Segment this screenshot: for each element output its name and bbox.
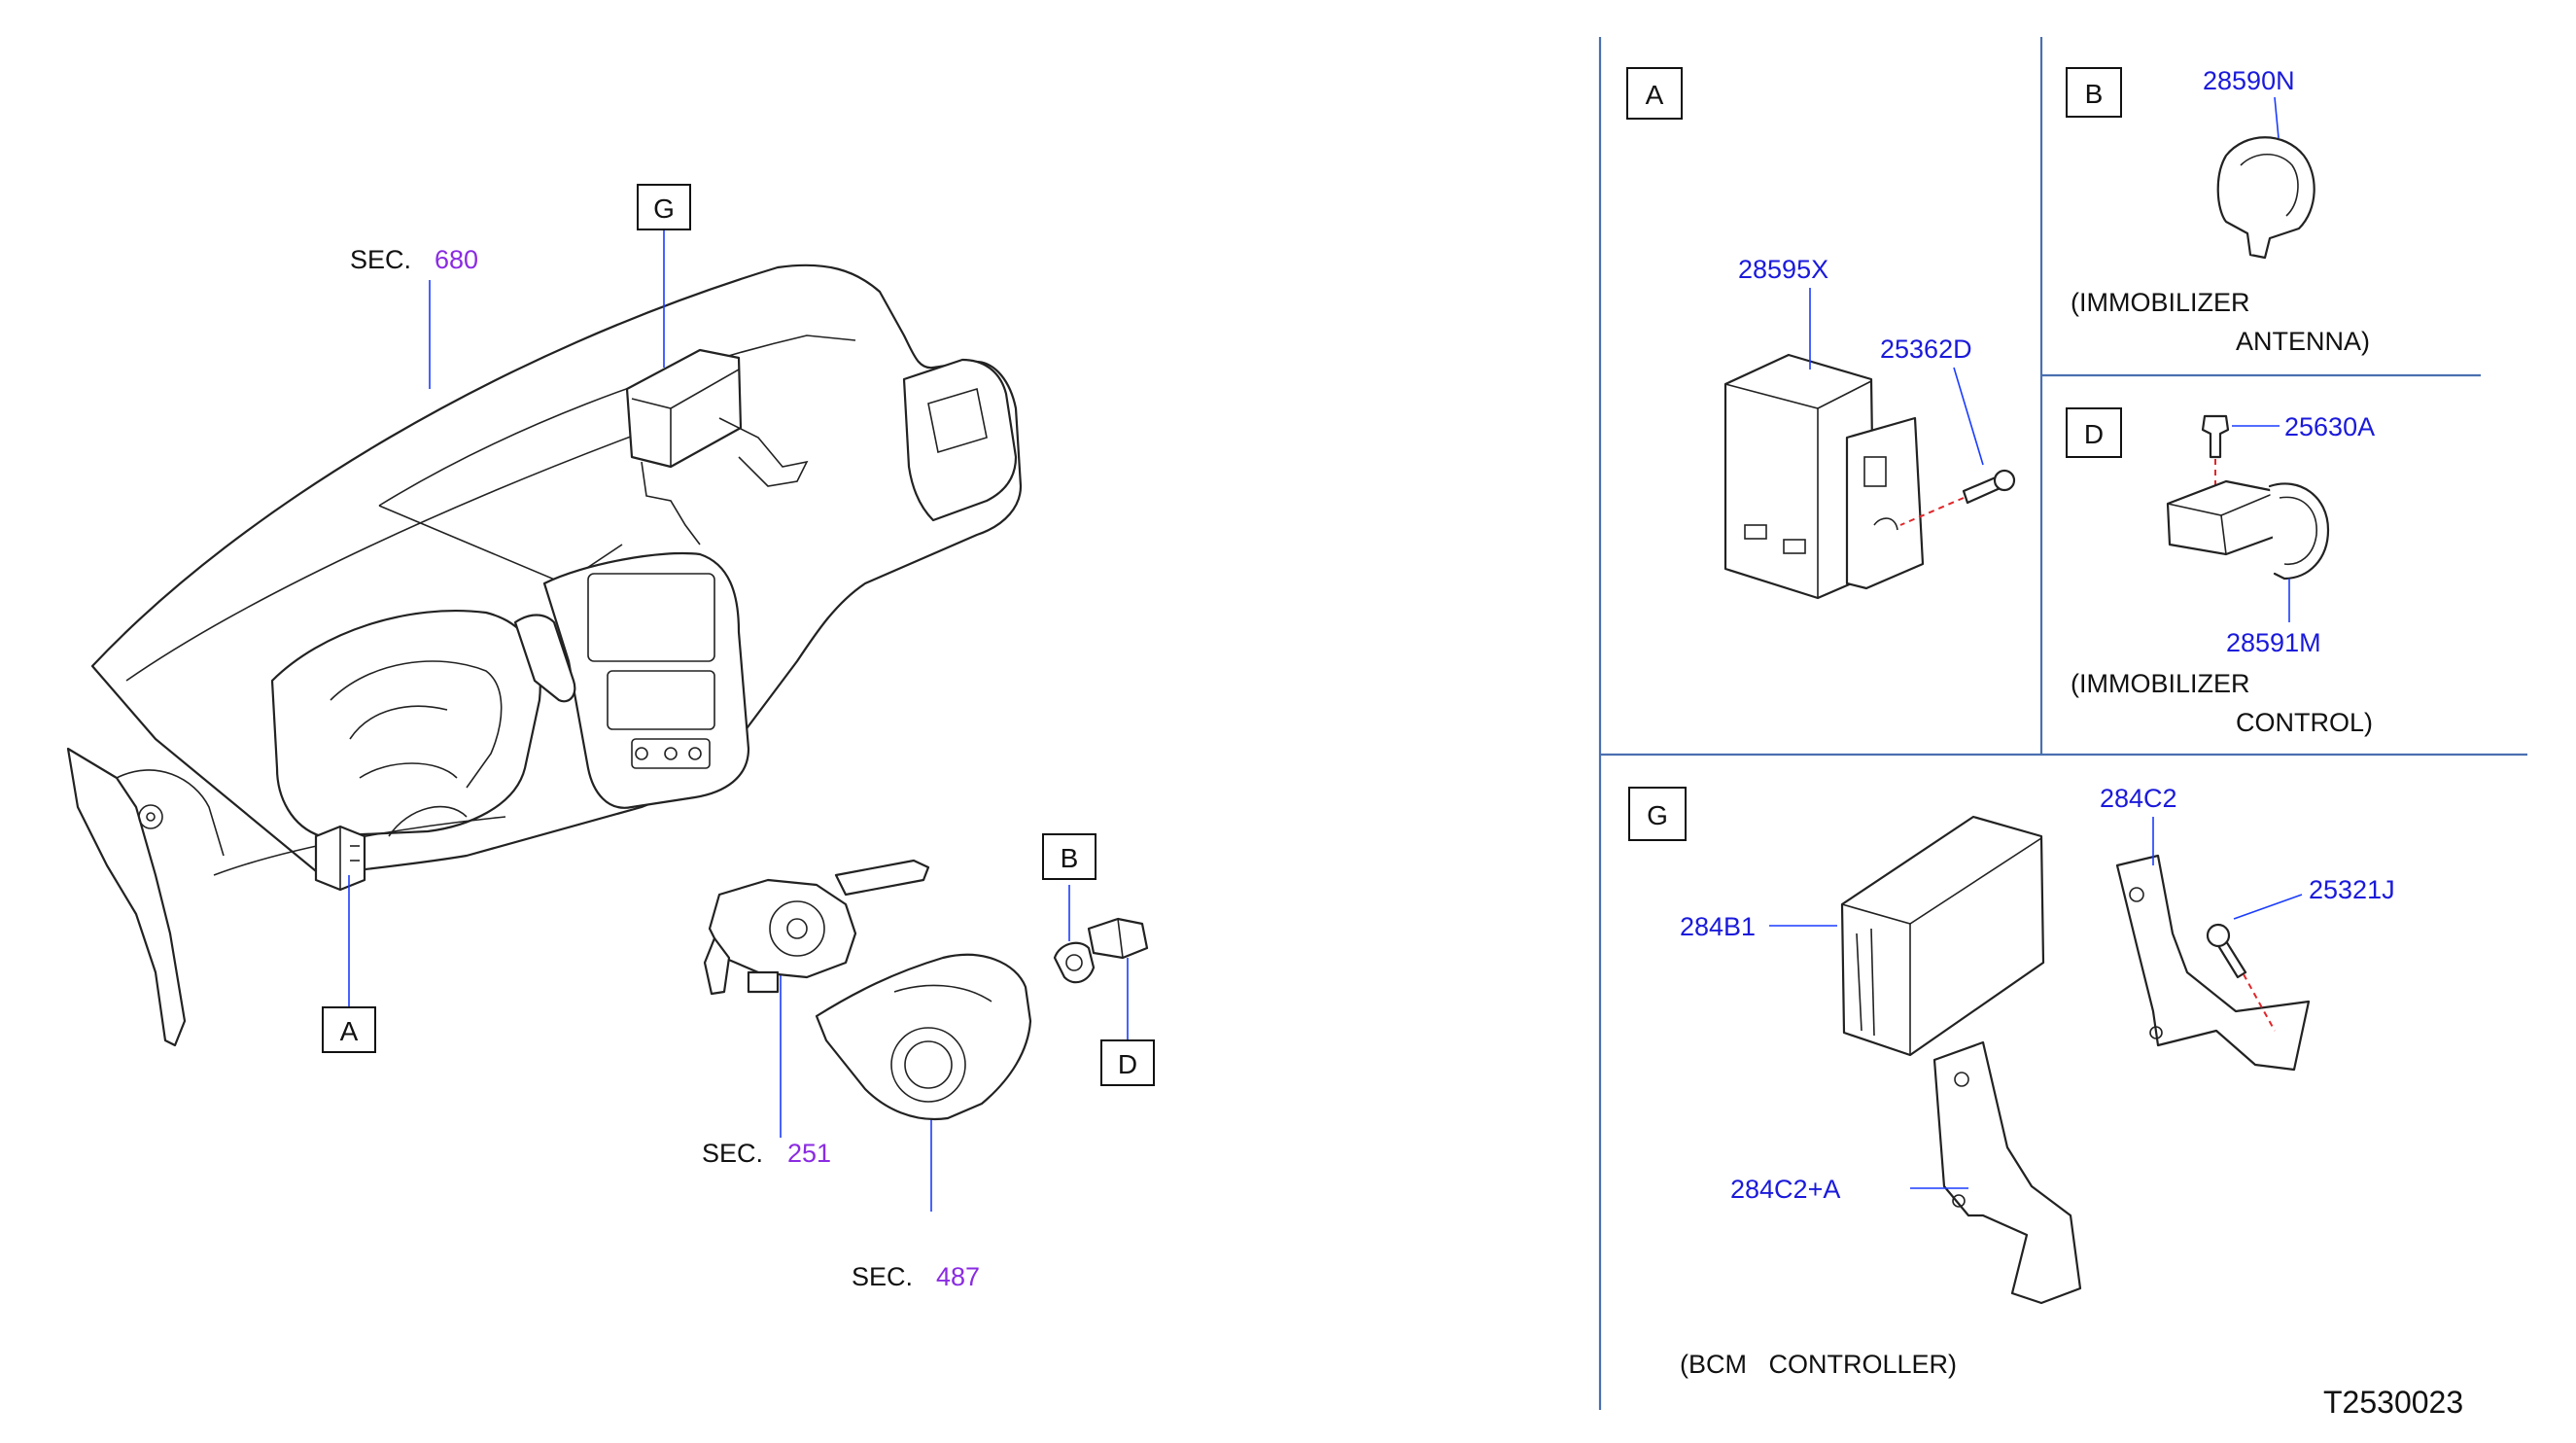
panel-a: A 28595X 25362D bbox=[1626, 67, 2016, 600]
part-284c2-a[interactable]: 284C2+A bbox=[1730, 1175, 1840, 1204]
control-28591m-drawing bbox=[2166, 479, 2281, 556]
svg-text:G: G bbox=[653, 194, 675, 224]
panel-g-caption: (BCM CONTROLLER) bbox=[1680, 1350, 1957, 1379]
panel-a-tag: A bbox=[1626, 67, 1683, 120]
part-25321j[interactable]: 25321J bbox=[2309, 875, 2395, 904]
callout-b[interactable]: B bbox=[1042, 833, 1097, 880]
svg-text:G: G bbox=[1647, 800, 1668, 830]
antenna-28590n-drawing bbox=[2216, 136, 2315, 260]
svg-text:D: D bbox=[2084, 419, 2104, 449]
bracket-284c2-drawing bbox=[2115, 854, 2311, 1072]
combination-switch-drawing bbox=[703, 859, 930, 996]
part-25630a[interactable]: 25630A bbox=[2284, 412, 2375, 441]
panel-g: G 284C2 25321J 284B1 284C2+A (BCM CONTRO… bbox=[1628, 784, 2395, 1379]
column-cover-drawing bbox=[815, 953, 1032, 1121]
svg-text:A: A bbox=[340, 1016, 359, 1046]
panel-d-tag: D bbox=[2066, 407, 2122, 458]
sec-680-prefix: SEC. bbox=[350, 245, 411, 274]
bracket-284c2a-drawing bbox=[1932, 1040, 2082, 1305]
panel-d-caption-line2: CONTROL) bbox=[2236, 708, 2373, 737]
sec-487-prefix: SEC. bbox=[852, 1262, 913, 1291]
screw-25630a-drawing bbox=[2201, 414, 2230, 459]
callout-g[interactable]: G bbox=[637, 184, 691, 230]
panel-b-caption-line1: (IMMOBILIZER bbox=[2071, 288, 2250, 317]
immobilizer-small-drawing bbox=[1087, 917, 1149, 960]
part-284b1[interactable]: 284B1 bbox=[1680, 912, 1756, 941]
sec-680-link[interactable]: 680 bbox=[435, 245, 478, 274]
instrument-panel-drawing bbox=[66, 264, 1023, 1047]
panel-g-tag: G bbox=[1628, 787, 1687, 841]
callout-a[interactable]: A bbox=[322, 1006, 376, 1053]
part-28591m[interactable]: 28591M bbox=[2226, 628, 2321, 657]
part-284c2[interactable]: 284C2 bbox=[2100, 784, 2177, 813]
panel-d: D 25630A 28591M (IMMOBILIZER CONTROL) bbox=[2066, 407, 2375, 737]
sec-487-link[interactable]: 487 bbox=[936, 1262, 980, 1291]
panel-b: B 28590N (IMMOBILIZER ANTENNA) bbox=[2066, 66, 2370, 356]
callout-d[interactable]: D bbox=[1100, 1039, 1155, 1086]
part-28595x[interactable]: 28595X bbox=[1738, 255, 1828, 284]
svg-text:A: A bbox=[1646, 80, 1664, 110]
drawing-number: T2530023 bbox=[2323, 1385, 2463, 1420]
sec-251-prefix: SEC. bbox=[702, 1139, 763, 1168]
panel-dividers bbox=[1598, 37, 2527, 1410]
antenna-ring-drawing bbox=[1053, 941, 1096, 984]
panel-d-caption-line1: (IMMOBILIZER bbox=[2071, 669, 2250, 698]
panel-b-tag: B bbox=[2066, 67, 2122, 118]
sec-251-link[interactable]: 251 bbox=[787, 1139, 831, 1168]
main-section-labels: SEC. 680 SEC. 251 SEC. 487 bbox=[350, 245, 980, 1291]
part-25362d[interactable]: 25362D bbox=[1880, 334, 1972, 364]
part-28590n[interactable]: 28590N bbox=[2203, 66, 2295, 95]
bcm-284b1-drawing bbox=[1840, 815, 2045, 1057]
svg-text:B: B bbox=[2085, 79, 2104, 109]
svg-text:D: D bbox=[1118, 1049, 1137, 1079]
panel-b-caption-line2: ANTENNA) bbox=[2236, 327, 2370, 356]
svg-text:B: B bbox=[1061, 843, 1079, 873]
